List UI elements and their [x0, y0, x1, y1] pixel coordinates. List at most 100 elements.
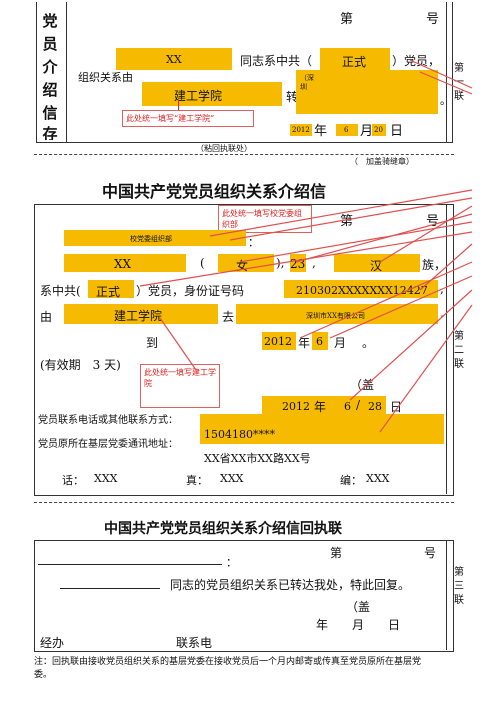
letter-nation: 汉 [370, 259, 383, 273]
stub-year: 2012 [292, 126, 310, 134]
stub-name-field[interactable] [116, 48, 232, 70]
letter-issue-date-field[interactable] [262, 396, 386, 414]
letter-name-field[interactable] [64, 254, 186, 272]
receipt-colon: ： [226, 556, 237, 569]
stub-char: 存 [42, 125, 58, 140]
receipt-handler: 经办 [40, 636, 65, 650]
letter-contact-label: 党员联系电话或其他联系方式： [38, 415, 178, 426]
receipt-seal: （盖 [346, 600, 371, 614]
receipt-lian: 第三联 [454, 567, 464, 606]
stub-lian-divider [446, 2, 447, 142]
letter-paren-l: ( [200, 256, 205, 270]
letter-cut-line [34, 502, 454, 503]
stub-small-note: （深圳 [300, 74, 314, 91]
stub-note-arrow [178, 100, 179, 110]
letter-contact: 1504180**** [204, 428, 275, 441]
stub-name-value: XX [166, 53, 182, 66]
receipt-frame [34, 540, 454, 652]
stub-school-field[interactable] [142, 82, 282, 106]
letter-zu: 族， [422, 258, 447, 272]
letter-lian: 第二联 [454, 331, 464, 370]
letter-address: XX省XX市XX路XX号 [204, 452, 311, 465]
stub-day: 20 [374, 126, 383, 134]
stub-zhengshi-value: 正式 [342, 55, 367, 69]
receipt-recipient-line[interactable] [38, 564, 222, 565]
receipt-no-label: 第 [330, 546, 343, 560]
stub-org-label: 组织关系由 [78, 71, 133, 84]
footer-note: 注：回执联由接收党员组织关系的基层党委在接收党员后一个月内邮寄或传真至党员原所在… [34, 657, 422, 680]
letter-dest: 深圳市XX有限公司 [306, 312, 365, 320]
stub-tongzhi: 同志系中共（ [240, 54, 313, 68]
letter-school-field[interactable] [64, 304, 218, 324]
letter-issue-day: 28 [368, 400, 382, 413]
stub-char: 党 [42, 12, 58, 30]
letter-comma3: , [440, 306, 444, 320]
letter-period: 。 [362, 336, 375, 350]
letter-frame [34, 204, 454, 496]
stub-frame [36, 2, 453, 143]
letter-issue-day-label: 日 [390, 400, 403, 414]
stub-red-note: 此处统一填写“建工学院” [122, 110, 254, 127]
letter-arrive-month-field[interactable] [312, 332, 328, 350]
stub-school-value: 建工学院 [174, 89, 223, 103]
letter-recipient-colon: ： [248, 236, 259, 249]
stub-zhengshi-field[interactable] [320, 48, 390, 70]
receipt-body: 同志的党员组织关系已转达我处，特此回复。 [170, 578, 411, 592]
stub-day-label: 日 [390, 124, 404, 139]
letter-title: 中国共产党党员组织关系介绍信 [102, 182, 327, 201]
letter-arrive-year-label: 年 [298, 336, 311, 350]
stub-month: 6 [344, 126, 349, 134]
stub-paste: （粘回执联处） [196, 144, 252, 153]
stub-day-field[interactable] [372, 124, 386, 136]
stub-char: 信 [42, 104, 58, 122]
letter-post-label: 编： [340, 474, 362, 487]
stub-month-label: 月 [360, 124, 374, 139]
letter-zhengshi: 正式 [96, 285, 121, 299]
letter-arrive-year-field[interactable] [262, 332, 296, 350]
letter-seal: （盖 [350, 378, 375, 392]
letter-contact-field[interactable] [200, 414, 444, 444]
receipt-name-line[interactable] [60, 588, 160, 589]
stub-side-divider [66, 2, 67, 142]
letter-nation-field[interactable] [334, 254, 420, 272]
letter-no-label: 第 [340, 214, 354, 229]
letter-name: XX [114, 257, 132, 271]
letter-dest-field[interactable] [236, 304, 438, 324]
stub-year-label: 年 [314, 124, 328, 139]
letter-arrive-month-label: 月 [334, 336, 347, 350]
letter-age-field[interactable] [290, 254, 306, 272]
letter-issue-year-label: 年 [314, 400, 327, 414]
letter-dao: 到 [146, 336, 159, 350]
receipt-date: 年 月 日 [316, 618, 401, 632]
stub-seal: （ 加盖骑缝章） [350, 157, 414, 166]
letter-id-number: 210302XXXXXXX12427 [296, 284, 428, 297]
letter-recipient-field[interactable] [64, 230, 246, 246]
stub-char: 绍 [42, 81, 58, 99]
stub-no-label: 第 [340, 12, 354, 27]
letter-you: 由 [40, 310, 53, 324]
stub-char: 介 [42, 58, 58, 76]
letter-xi-zhong-gong: 系中共( [40, 284, 81, 298]
letter-post: XXX [366, 472, 390, 485]
stub-month-field[interactable] [336, 124, 358, 136]
stub-cut-line [34, 154, 454, 155]
letter-issue-month: 6 [344, 400, 351, 413]
letter-zhengshi-field[interactable] [88, 280, 134, 298]
letter-red-note-2: 此处统一填写建工学院 [140, 364, 220, 408]
letter-fax: XXX [220, 472, 244, 485]
stub-char: 员 [42, 35, 58, 53]
receipt-title: 中国共产党党员组织关系介绍信回执联 [104, 521, 342, 537]
letter-valid: (有效期 3 天) [40, 358, 121, 372]
stub-year-field[interactable] [290, 124, 312, 136]
letter-lian-divider [446, 204, 447, 494]
letter-comma: , [312, 256, 316, 270]
letter-phone: XXX [94, 472, 118, 485]
letter-issue-year: 2012 [282, 400, 310, 413]
letter-address-label: 党员原所在基层党委通讯地址： [38, 439, 178, 450]
receipt-phone: 联系电 [176, 636, 213, 650]
stub-dangyuan: ）党员， [392, 54, 441, 68]
receipt-hao: 号 [424, 546, 437, 560]
letter-phone-label: 话： [62, 474, 84, 487]
stub-dest-field[interactable] [296, 70, 438, 114]
